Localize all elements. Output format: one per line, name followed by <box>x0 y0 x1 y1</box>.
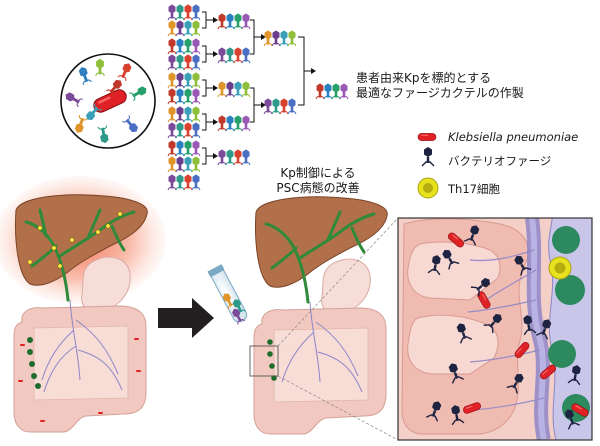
stomach-shape <box>81 256 131 314</box>
th17-cell-icon <box>548 256 572 280</box>
phage-cluster-column-1 <box>168 5 200 190</box>
inflamed-duct-dots <box>27 211 123 269</box>
mesenteric-vessels <box>41 299 123 393</box>
left-organ-diagram <box>0 176 166 433</box>
phage-cocktail-caption-line-1: 患者由来Kpを標的とする <box>356 71 492 85</box>
legend-label-phage: バクテリオファージ <box>448 154 552 168</box>
selection-arrowheads-2 <box>261 34 266 108</box>
test-tube-icon <box>207 264 248 326</box>
psc-improvement-caption-line-2: PSC病態の改善 <box>276 181 360 195</box>
phage-cocktail-caption-line-2: 最適なファージカクテルの作製 <box>356 86 524 100</box>
middle-organ-diagram <box>249 196 388 435</box>
selection-arrowheads-1 <box>213 17 218 159</box>
zoom-guide-lines <box>277 217 399 441</box>
selection-arrowhead-final <box>311 68 316 74</box>
legend-label-kp: Klebsiella pneumoniae <box>448 130 579 144</box>
gut-th17-spots <box>27 337 41 389</box>
psc-improvement-caption-line-1: Kp制御による <box>280 166 356 180</box>
legend <box>417 132 439 199</box>
gut-bacteria-dots <box>18 338 141 422</box>
phage-icon <box>421 146 435 167</box>
phage-cluster-column-2 <box>218 14 250 165</box>
optimal-phage-cocktail <box>316 84 348 99</box>
arrow-right-icon <box>158 298 214 338</box>
th17-cell-icon <box>417 177 439 199</box>
liver-shape <box>15 194 148 286</box>
phage-cluster-column-3 <box>264 31 296 114</box>
stomach-shape <box>321 258 371 316</box>
selection-bracket-level-2 <box>250 19 262 123</box>
phage-cocktail-caption: 患者由来Kpを標的とする 最適なファージカクテルの作製 <box>356 71 524 101</box>
zoom-region-box <box>249 345 279 377</box>
selection-bracket-level-3 <box>298 36 312 106</box>
legend-label-th17: Th17細胞 <box>448 182 500 196</box>
selection-bracket-level-1 <box>202 11 213 165</box>
psc-improvement-caption: Kp制御による PSC病態の改善 <box>256 166 380 196</box>
liver-shape <box>255 196 388 288</box>
intestinal-zoom-panel <box>397 217 593 441</box>
phage-library-circle <box>60 53 156 149</box>
bacterium-icon <box>417 132 437 142</box>
